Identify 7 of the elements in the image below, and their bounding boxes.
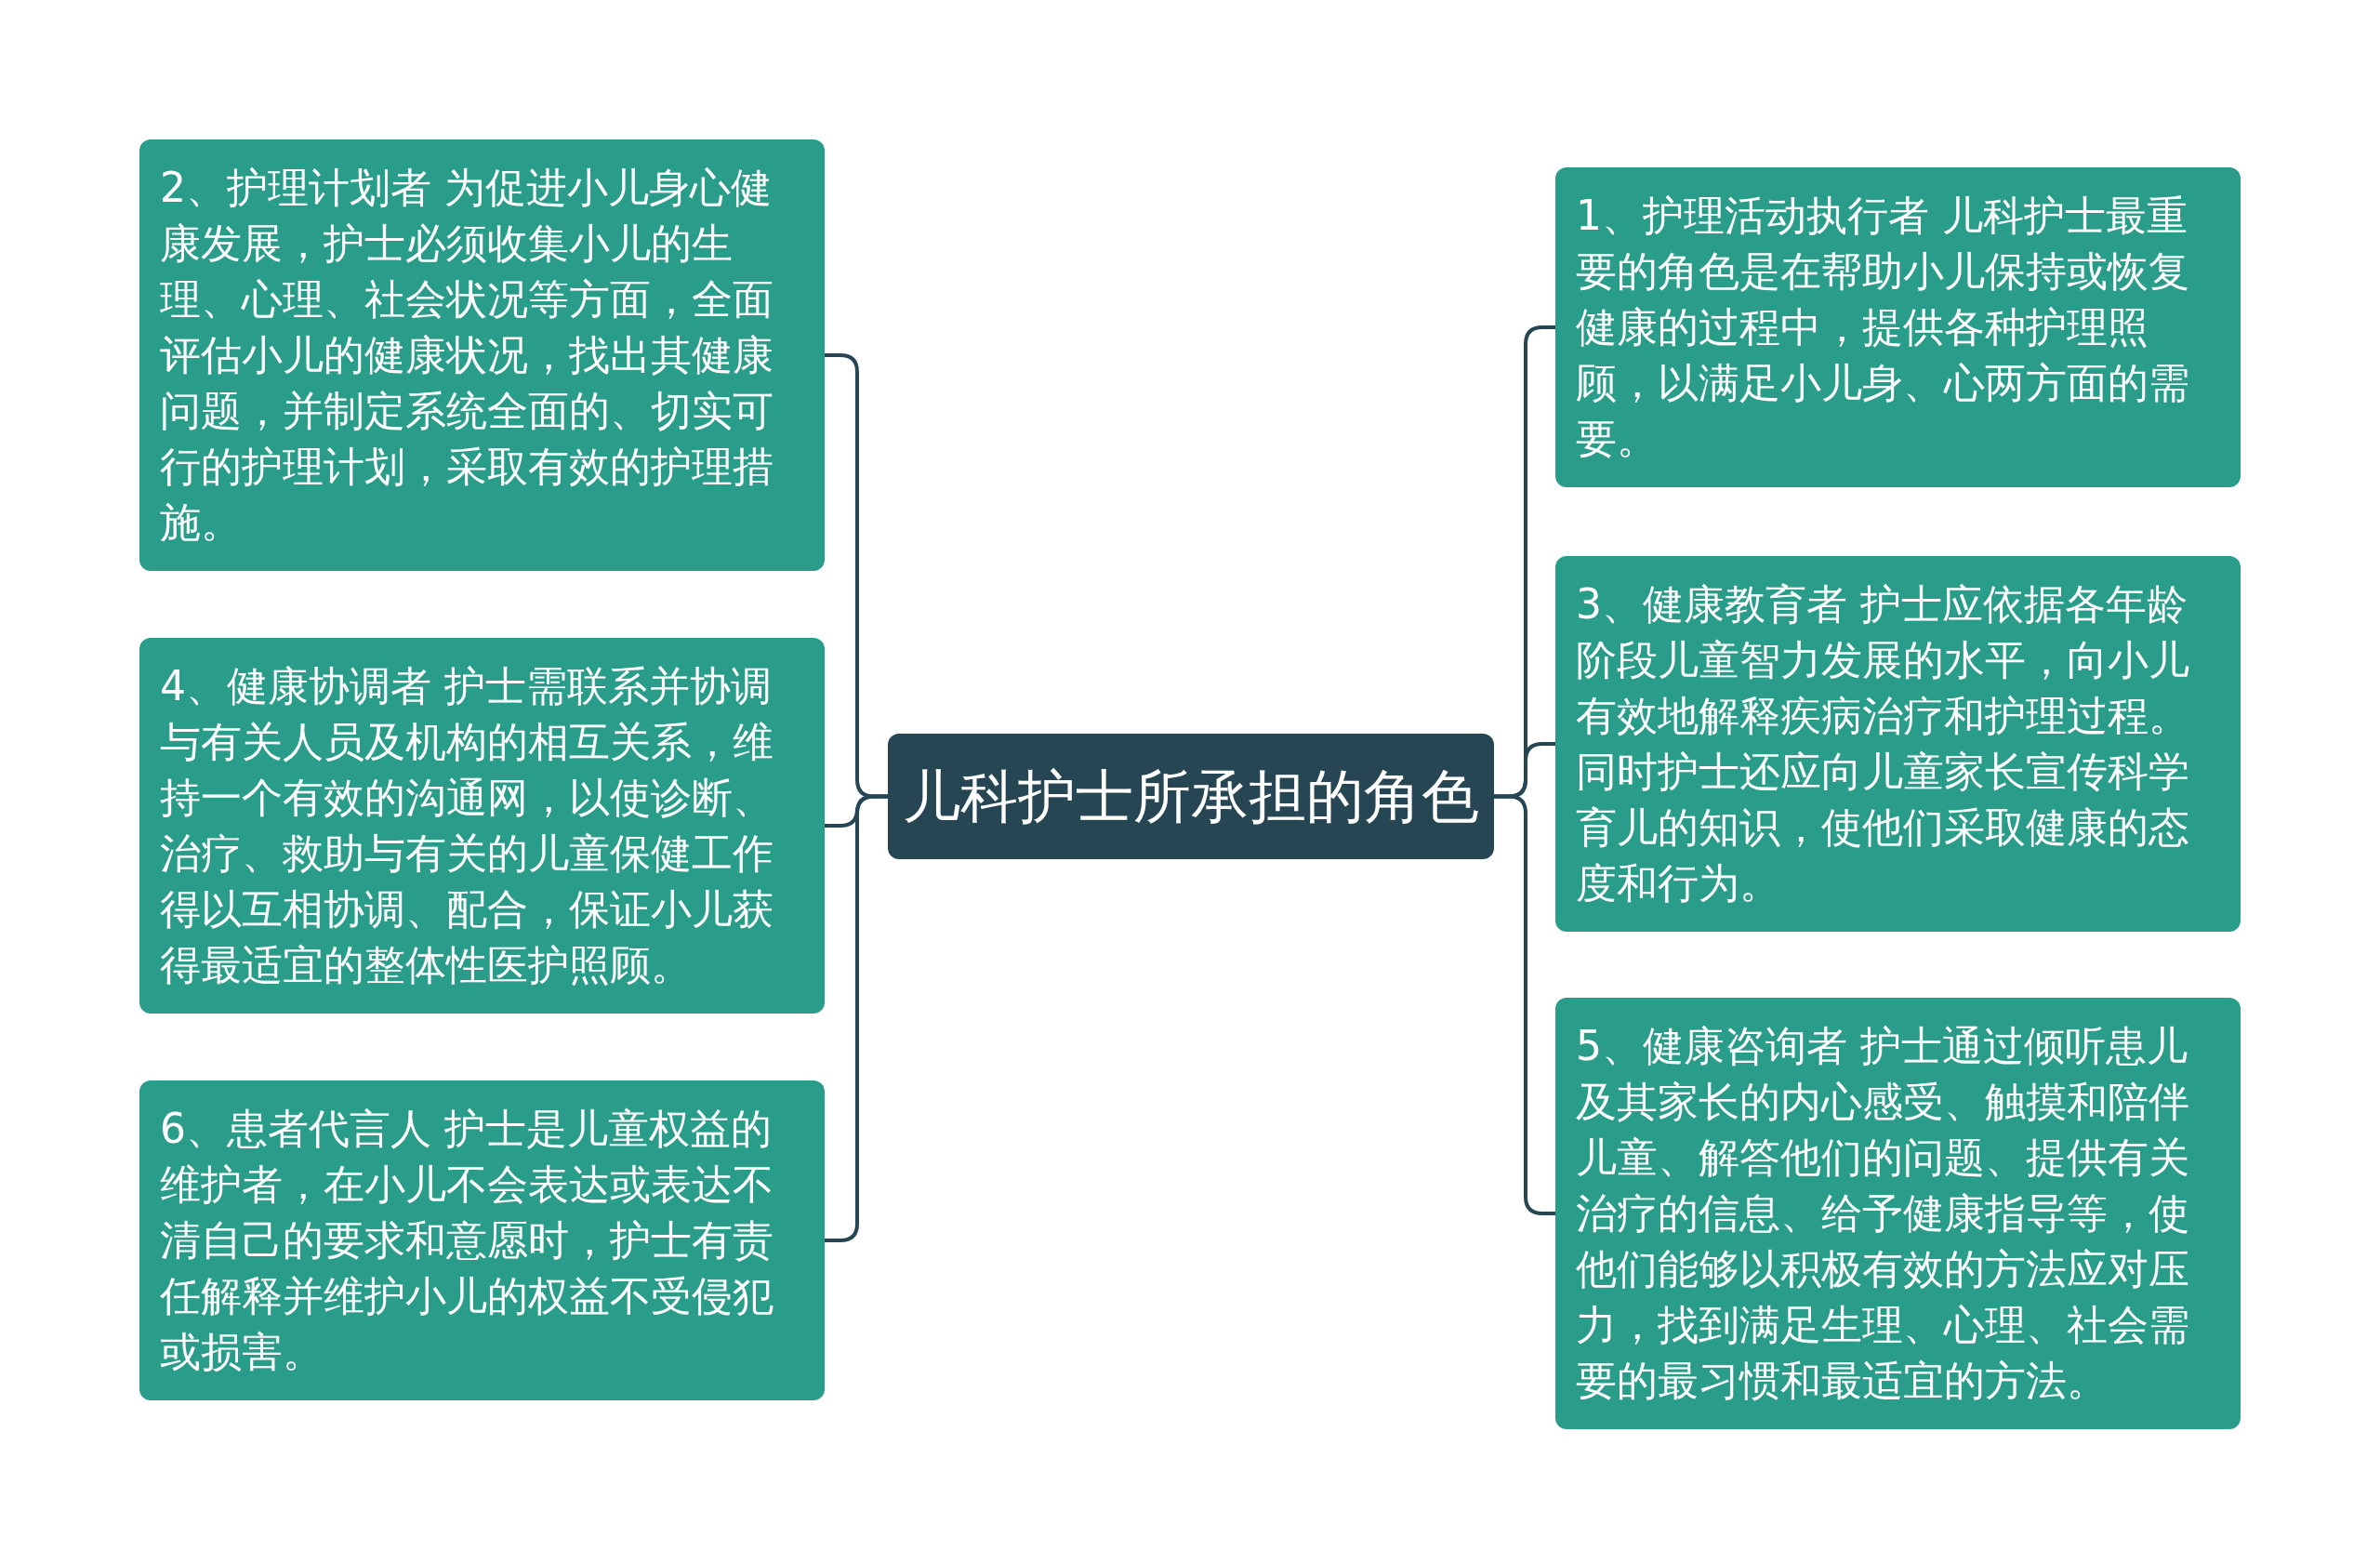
topic-box: 3、健康教育者 护士应依据各年龄阶段儿童智力发展的水平，向小儿有效地解释疾病治疗和护理过程。同时护士还应向儿童家长宣传科学育儿的知识，使他们采取健康的态度和行为。 [1555, 556, 2241, 932]
central-topic-box: 儿科护士所承担的角色 [888, 734, 1494, 859]
topic-box: 1、护理活动执行者 儿科护士最重要的角色是在帮助小儿保持或恢复健康的过程中，提供各种护理照顾，以满足小儿身、心两方面的需要。 [1555, 167, 2241, 487]
topic-box: 2、护理计划者 为促进小儿身心健康发展，护士必须收集小儿的生理、心理、社会状况等方面，全面评估小儿的健康状况，找出其健康问题，并制定系统全面的、切实可行的护理计划，采取有效的护理措施。 [139, 139, 825, 571]
topic-box: 6、患者代言人 护士是儿童权益的维护者，在小儿不会表达或表达不清自己的要求和意愿时，护士有责任解释并维护小儿的权益不受侵犯或损害。 [139, 1080, 825, 1400]
topic-box: 5、健康咨询者 护士通过倾听患儿及其家长的内心感受、触摸和陪伴儿童、解答他们的问题、提供有关治疗的信息、给予健康指导等，使他们能够以积极有效的方法应对压力，找到满足生理、心理、社会需要的最习惯和最适宜的方法。 [1555, 998, 2241, 1429]
topic-box: 4、健康协调者 护士需联系并协调与有关人员及机构的相互关系，维持一个有效的沟通网，以使诊断、治疗、救助与有关的儿童保健工作得以互相协调、配合，保证小儿获得最适宜的整体性医护照顾。 [139, 638, 825, 1014]
